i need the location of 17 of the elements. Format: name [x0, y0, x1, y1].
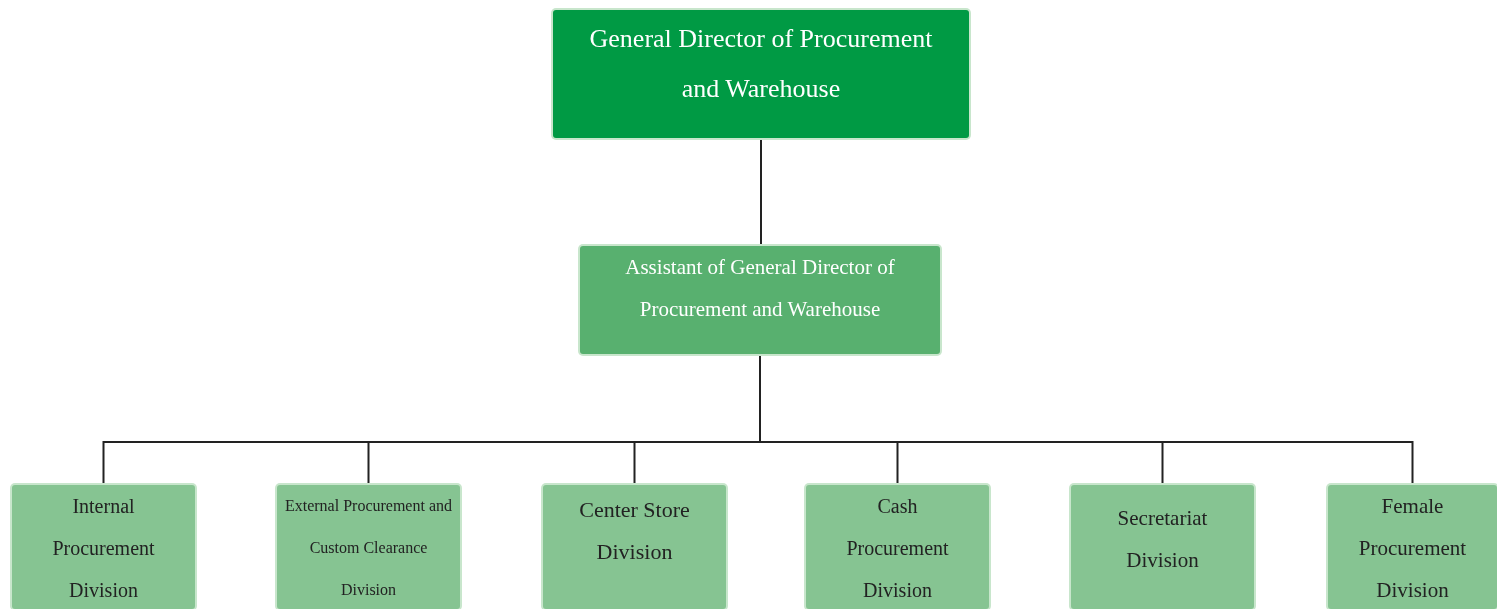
- connector-line: [760, 137, 762, 247]
- box-title: Assistant of General Director of Procurement and Warehouse: [624, 254, 896, 323]
- org-box: [553, 10, 969, 138]
- box-title: Center Store Division: [578, 496, 691, 566]
- box-title: External Procurement and Custom Clearance Division: [283, 496, 453, 600]
- org-box: [806, 485, 989, 609]
- box-title: Internal Procurement Division: [51, 494, 156, 603]
- org-box: [1328, 485, 1497, 609]
- box-title: General Director of Procurement and Warehouse: [588, 23, 934, 105]
- org-box: [277, 485, 460, 609]
- box-title: Female Procurement Division: [1357, 493, 1468, 604]
- org-box: [580, 246, 940, 354]
- box-title: Secretariat Division: [1116, 505, 1209, 574]
- org-box: [1071, 485, 1254, 609]
- box-title: Cash Procurement Division: [845, 494, 950, 603]
- org-box: [543, 485, 726, 609]
- org-box: [12, 485, 195, 609]
